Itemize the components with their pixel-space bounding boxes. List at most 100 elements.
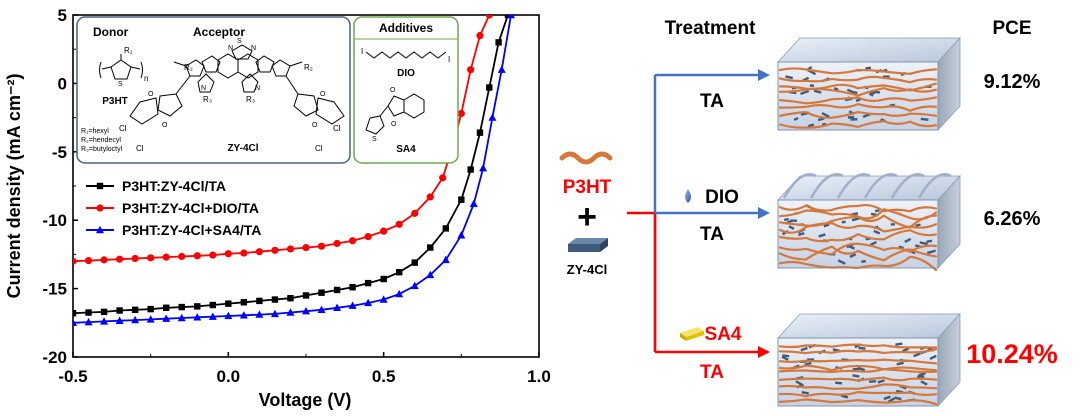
acceptor-domain bbox=[793, 116, 799, 122]
legend: P3HT:ZY-4Cl/TAP3HT:ZY-4Cl+DIO/TAP3HT:ZY-… bbox=[86, 178, 261, 238]
data-point bbox=[427, 244, 434, 251]
acceptor-domain bbox=[785, 75, 794, 80]
data-point bbox=[333, 286, 341, 294]
acceptor-domain bbox=[895, 342, 903, 346]
acceptor-domain bbox=[798, 232, 805, 237]
data-point bbox=[131, 306, 139, 314]
data-point bbox=[73, 257, 77, 265]
data-point bbox=[333, 303, 342, 311]
p3ht-fibril bbox=[778, 221, 938, 234]
data-point bbox=[162, 314, 171, 322]
acceptor-domain bbox=[800, 89, 810, 95]
zy4cl-name: ZY-4Cl bbox=[227, 143, 258, 154]
arrow-head-1 bbox=[758, 69, 770, 81]
acceptor-domain bbox=[851, 217, 860, 222]
acceptor-label: ZY-4Cl bbox=[567, 262, 607, 277]
acceptor-domain bbox=[870, 241, 877, 246]
p3ht-fibril bbox=[778, 67, 938, 75]
data-point bbox=[395, 289, 404, 298]
acceptor-domain bbox=[837, 259, 846, 265]
arrow-paths bbox=[627, 69, 770, 358]
additives-inset: Additives I I DIO O O S SA4 bbox=[353, 16, 459, 164]
arrow-head-2 bbox=[758, 207, 770, 219]
p3ht-fibril bbox=[778, 343, 938, 349]
y-tick-label: -5 bbox=[52, 143, 67, 162]
data-point bbox=[318, 289, 325, 296]
path1-treatment: TA bbox=[700, 91, 724, 112]
data-point bbox=[286, 245, 295, 253]
r-group-3: R₃=butyloctyl bbox=[81, 146, 123, 153]
box-outline bbox=[777, 337, 939, 407]
acceptor-domain bbox=[801, 391, 809, 395]
acceptor-domain bbox=[929, 354, 937, 361]
pce-2: 6.26% bbox=[984, 208, 1041, 230]
acceptor-domain bbox=[894, 396, 902, 401]
p3ht-fibril bbox=[778, 203, 938, 213]
data-point bbox=[411, 209, 419, 217]
box-wave bbox=[836, 173, 871, 199]
data-point bbox=[115, 316, 124, 324]
sa4-o-bottom: O bbox=[391, 121, 397, 128]
data-point bbox=[224, 311, 233, 320]
data-point bbox=[146, 315, 155, 323]
dio-i-left: I bbox=[361, 47, 363, 56]
y-axis-ticks: 50-5-10-15-20 bbox=[42, 6, 78, 367]
data-point bbox=[116, 255, 124, 263]
donor-label: P3HT bbox=[563, 177, 612, 198]
p3ht-fibril bbox=[778, 390, 938, 398]
data-point bbox=[348, 301, 357, 309]
morphology-box-2 bbox=[777, 173, 961, 272]
morphology-box-1 bbox=[777, 36, 961, 132]
acceptor-domain bbox=[852, 374, 860, 378]
p3ht-s-label: S bbox=[118, 81, 123, 88]
data-point bbox=[177, 313, 186, 322]
box-top-face bbox=[777, 313, 961, 339]
acceptor-domain bbox=[920, 380, 928, 386]
acceptor-domain bbox=[807, 123, 815, 128]
donor-title: Donor bbox=[93, 25, 129, 39]
data-point bbox=[439, 174, 447, 182]
arrow-head-3 bbox=[758, 346, 770, 358]
acceptor-domain bbox=[834, 381, 843, 385]
acceptor-domain bbox=[918, 372, 926, 377]
x-tick-label: 0.0 bbox=[217, 367, 241, 386]
p3ht-fibril bbox=[778, 96, 938, 105]
box-wave bbox=[782, 173, 817, 199]
zy4cl-structure bbox=[129, 44, 345, 125]
data-point bbox=[162, 253, 170, 261]
data-point bbox=[147, 305, 154, 313]
data-point bbox=[411, 259, 418, 266]
data-point bbox=[287, 294, 294, 302]
data-point bbox=[457, 231, 466, 239]
data-point bbox=[379, 295, 388, 303]
box-outline bbox=[777, 61, 939, 131]
data-point bbox=[302, 243, 310, 252]
data-point bbox=[458, 196, 465, 203]
data-point bbox=[147, 254, 155, 262]
acceptor-domain bbox=[926, 239, 933, 243]
acceptor-s-top: S bbox=[237, 38, 242, 45]
acceptor-o-left: O bbox=[148, 91, 154, 98]
path3-treatment: TA bbox=[700, 362, 724, 383]
p3ht-fibril bbox=[778, 229, 938, 243]
data-point bbox=[441, 255, 450, 264]
donor-acceptor-box bbox=[76, 16, 351, 164]
acceptor-domain bbox=[913, 352, 921, 358]
data-point bbox=[178, 252, 186, 261]
box-wave bbox=[917, 173, 952, 199]
x-axis-label: Voltage (V) bbox=[259, 390, 352, 410]
data-point bbox=[271, 296, 279, 303]
dio-name: DIO bbox=[397, 68, 415, 79]
data-point bbox=[194, 303, 201, 310]
acceptor-domain bbox=[841, 220, 846, 224]
data-point bbox=[485, 15, 493, 19]
data-point bbox=[84, 256, 93, 265]
p3ht-fibril bbox=[778, 358, 938, 365]
r-group-2: R₂=hendecyl bbox=[81, 137, 121, 144]
acceptor-domain bbox=[788, 225, 795, 230]
acceptor-domain bbox=[850, 118, 858, 121]
data-point bbox=[209, 301, 216, 309]
box-outline bbox=[777, 199, 939, 269]
p3ht-fibril-icon bbox=[559, 151, 613, 165]
acceptor-domain bbox=[920, 117, 929, 122]
